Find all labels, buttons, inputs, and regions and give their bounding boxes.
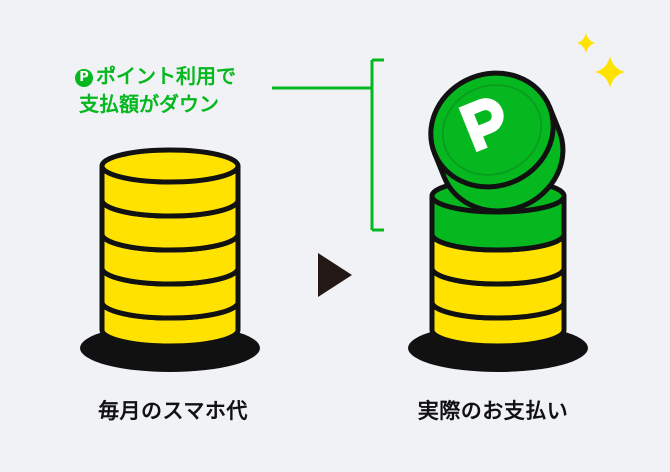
left-coin-stack [99,147,241,349]
point-badge-icon: P [75,69,93,87]
arrow-right-icon [318,253,352,297]
callout-text-1: ポイント利用で [96,64,236,88]
right-coin-stack [429,177,567,349]
coin [99,147,241,219]
actual-payment-label: 実際のお支払い [417,399,569,423]
monthly-phone-bill-label: 毎月のスマホ代 [98,399,248,423]
bracket-line [272,58,384,232]
callout-text-2: 支払額がダウン [79,92,219,116]
p-logo-icon [458,98,504,153]
sparkle-icon [577,33,595,53]
sparkle-icon [595,56,625,88]
